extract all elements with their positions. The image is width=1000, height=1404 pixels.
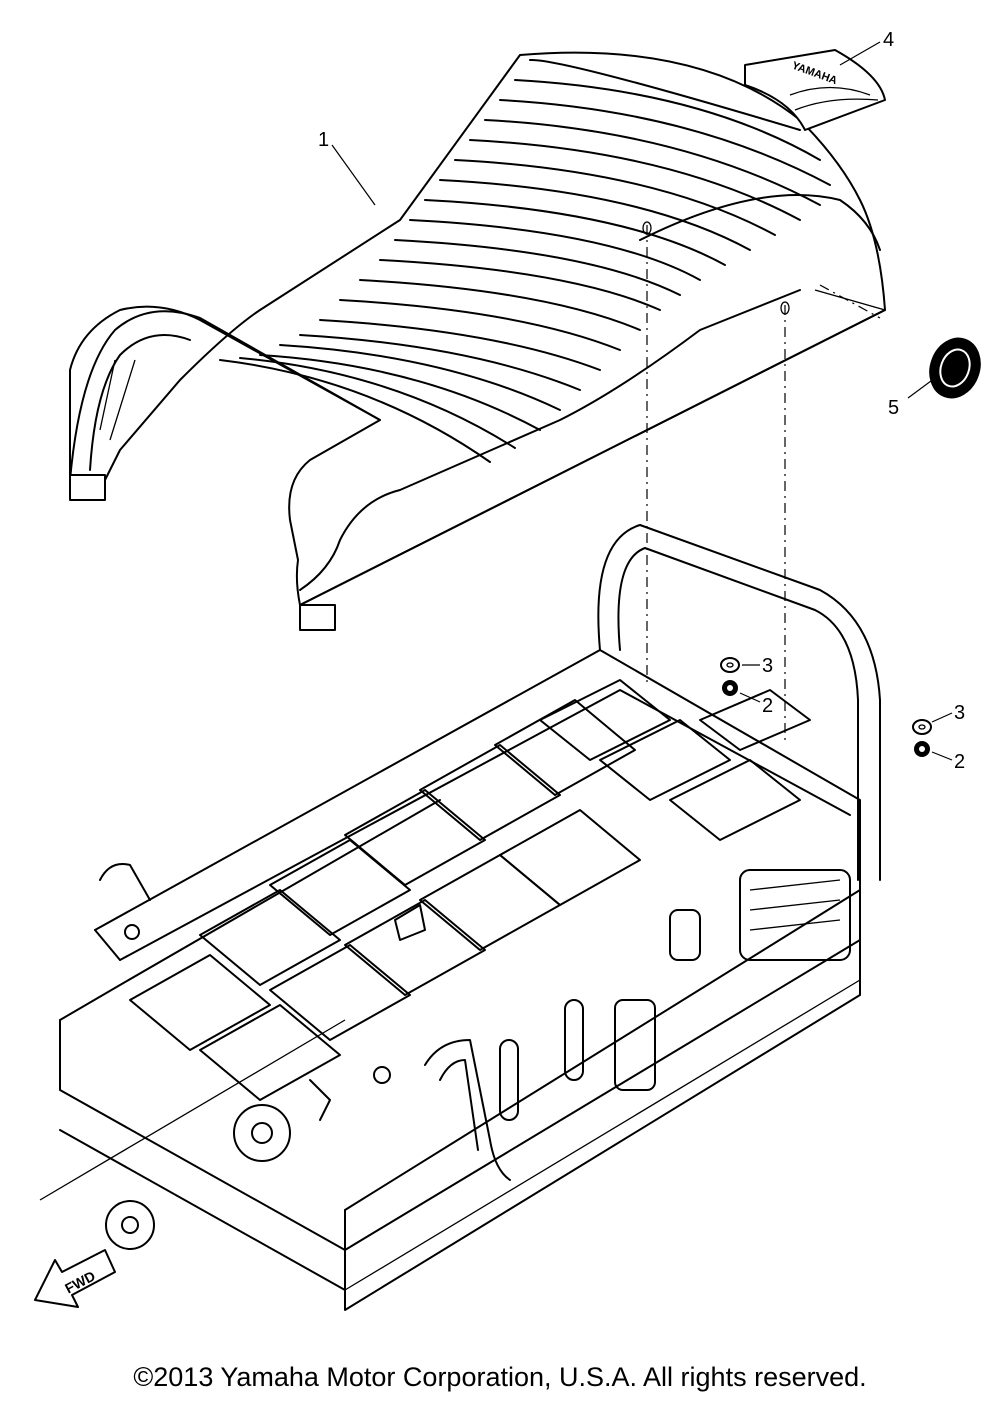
- callout-5: 5: [888, 397, 899, 419]
- callout-2-left: 2: [762, 695, 773, 717]
- seat-assembly: [69, 51, 886, 631]
- fasteners-right: [912, 719, 932, 757]
- fasteners-left: [720, 657, 740, 696]
- callout-4: 4: [883, 29, 894, 51]
- callout-3-right: 3: [954, 702, 965, 724]
- frame-cutouts: [129, 679, 811, 1101]
- parts-diagram: YAMAHA: [34, 29, 981, 1311]
- emblem-badge: [929, 337, 981, 399]
- fwd-arrow: FWD: [34, 1249, 116, 1308]
- callouts: 1 4 5 3 2 3 2: [318, 29, 965, 773]
- seat-pleats: [219, 58, 831, 463]
- copyright-notice: ©2013 Yamaha Motor Corporation, U.S.A. A…: [133, 1362, 867, 1392]
- callout-1: 1: [318, 129, 329, 151]
- frame-assembly: [39, 524, 881, 1311]
- seat-strap-part: YAMAHA: [744, 49, 886, 131]
- callout-3-left: 3: [762, 655, 773, 677]
- callout-2-right: 2: [954, 751, 965, 773]
